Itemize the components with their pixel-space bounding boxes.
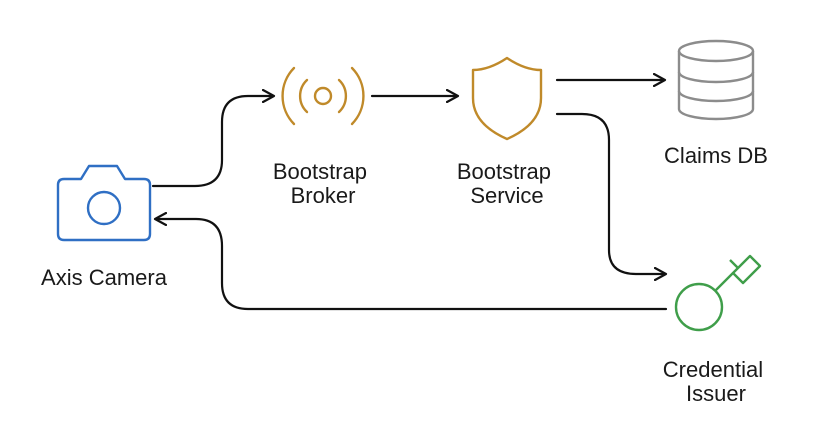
edges xyxy=(151,80,668,311)
node-service: Bootstrap Service xyxy=(457,56,557,208)
node-issuer: Credential Issuer xyxy=(663,254,769,406)
issuer-label-line1: Credential xyxy=(663,357,763,382)
broker-label: Bootstrap Broker xyxy=(273,159,373,208)
camera-icon xyxy=(56,164,152,242)
edge-service-to-issuer xyxy=(555,112,665,274)
claims-db-label: Claims DB xyxy=(664,143,768,168)
shield-icon xyxy=(471,56,543,141)
key-icon xyxy=(674,254,762,332)
issuer-label-line2: Issuer xyxy=(686,381,746,406)
broadcast-icon xyxy=(281,66,365,126)
service-label-line1: Bootstrap xyxy=(457,159,551,184)
node-broker: Bootstrap Broker xyxy=(273,66,373,208)
service-label: Bootstrap Service xyxy=(457,159,557,208)
node-claims-db: Claims DB xyxy=(664,39,768,168)
node-camera: Axis Camera xyxy=(41,164,168,290)
broker-label-line2: Broker xyxy=(291,183,356,208)
camera-label: Axis Camera xyxy=(41,265,168,290)
edge-issuer-to-camera xyxy=(156,219,668,311)
service-label-line2: Service xyxy=(470,183,543,208)
broker-label-line1: Bootstrap xyxy=(273,159,367,184)
issuer-label: Credential Issuer xyxy=(663,357,769,406)
edge-camera-to-broker xyxy=(151,96,273,188)
database-icon xyxy=(677,39,755,121)
